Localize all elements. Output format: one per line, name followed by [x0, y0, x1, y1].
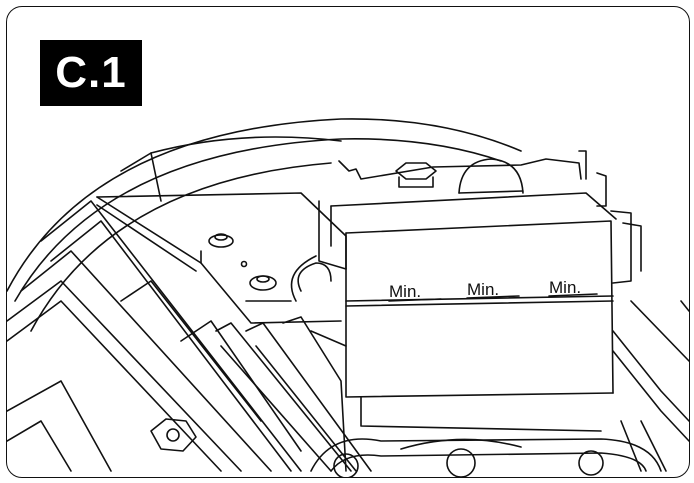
level-mark-lines	[388, 293, 598, 302]
lever-arms	[215, 316, 372, 472]
right-fins	[612, 300, 689, 472]
rod-assembly	[7, 200, 302, 472]
min-level-label-right: Min.	[549, 278, 581, 297]
step-label: C.1	[55, 48, 127, 97]
hex-nut-bottom	[150, 418, 197, 452]
bottom-linkage	[310, 438, 662, 477]
screw-heads	[208, 233, 277, 291]
min-level-label-left: Min.	[389, 282, 421, 301]
illustration-frame: Min. Min. Min. C.1	[6, 6, 690, 478]
machine-line-drawing: Min. Min. Min.	[7, 118, 689, 477]
min-level-label-center: Min.	[467, 280, 499, 299]
drum-housing	[7, 118, 522, 332]
step-badge: C.1	[40, 40, 142, 106]
hoses	[290, 255, 347, 347]
